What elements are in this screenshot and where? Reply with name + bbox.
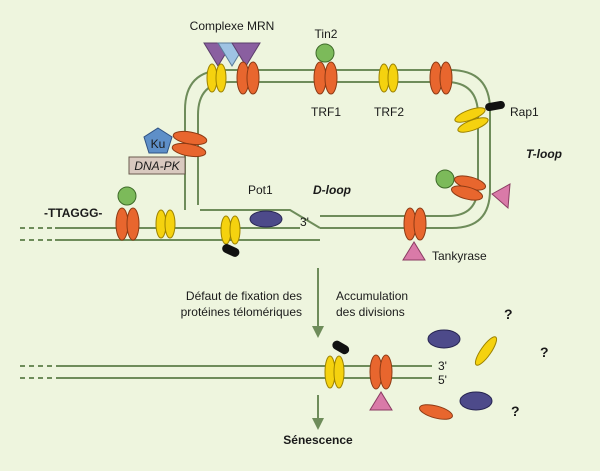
tankyrase-triangle — [369, 391, 393, 411]
pot1-ellipse — [427, 329, 461, 349]
five-prime-label: 5' — [438, 373, 447, 387]
trf1-orange — [115, 207, 129, 241]
rap1-group: Rap1 — [454, 100, 539, 133]
pot1-label: Pot1 — [248, 183, 273, 197]
question-mark: ? — [511, 403, 520, 419]
trf2-yellow — [333, 355, 345, 389]
defaut-text-line1: Défaut de fixation des — [186, 289, 302, 303]
three-prime-top-label: 3' — [300, 215, 309, 229]
ku-pentagon — [143, 127, 173, 154]
trf1-orange — [413, 207, 427, 241]
trf2-yellow — [387, 63, 399, 93]
tin2-trf1-group: Tin2 TRF1 — [311, 27, 341, 119]
rap1-black-bar — [485, 100, 505, 112]
ku-label: Ku — [151, 137, 166, 151]
ttaggg-label: -TTAGGG- — [44, 206, 102, 220]
duplex-left-proteins — [115, 186, 176, 241]
pot1-ellipse — [249, 210, 283, 228]
defaut-text-line2: protéines télomériques — [181, 305, 302, 319]
trf1-top-right — [429, 61, 453, 95]
pot1-ellipse — [459, 391, 493, 411]
tin2-circle — [117, 186, 137, 206]
tin2-circle — [435, 169, 455, 189]
d-loop-strand — [200, 209, 321, 229]
protein-pair-top-1 — [206, 61, 260, 95]
trf1-orange — [171, 142, 207, 158]
question-mark: ? — [540, 344, 549, 360]
trf2-top-group: TRF2 — [374, 63, 404, 119]
right-tin2-group — [435, 169, 511, 210]
question-mark: ? — [504, 306, 513, 322]
mrn-triangle-right — [231, 42, 261, 67]
senescence-arrow — [312, 395, 324, 430]
t-loop-outer-strand — [184, 69, 491, 229]
short-telomere-proteins: 3' 5' — [324, 340, 447, 411]
tankyrase-label: Tankyrase — [432, 249, 487, 263]
t-loop-inner-strand — [197, 81, 479, 217]
dna-pk-label: DNA-PK — [134, 159, 180, 173]
tin2-label: Tin2 — [315, 27, 338, 41]
trf2-yellow — [457, 117, 489, 133]
trf1-orange — [126, 207, 140, 241]
trf1-orange — [324, 61, 338, 95]
trf1-orange — [439, 61, 453, 95]
complexe-mrn-label: Complexe MRN — [190, 19, 275, 33]
accumulation-text-line2: des divisions — [336, 305, 405, 319]
trf1-label: TRF1 — [311, 105, 341, 119]
dna-pk-box — [128, 156, 186, 175]
trf1-orange — [246, 61, 260, 95]
trf2-label: TRF2 — [374, 105, 404, 119]
tin2-circle — [315, 43, 335, 63]
trf2-yellow — [164, 209, 176, 239]
trf1-orange — [450, 185, 484, 201]
senescence-label: Sénescence — [283, 433, 353, 447]
mrn-complex: Complexe MRN — [190, 19, 275, 67]
trf1-orange — [379, 354, 393, 390]
rap1-black-bar — [222, 244, 240, 257]
trf1-orange — [313, 61, 327, 95]
tankyrase-triangle — [402, 241, 426, 261]
tankyrase-group: Tankyrase — [402, 207, 487, 263]
accumulation-text-line1: Accumulation — [336, 289, 408, 303]
tankyrase-triangle — [491, 183, 511, 210]
three-prime-label: 3' — [438, 359, 447, 373]
transition-arrow — [312, 268, 324, 338]
trf1-orange — [419, 404, 453, 420]
rap1-black-bar — [332, 340, 350, 355]
d-loop-label: D-loop — [313, 183, 351, 197]
detached-proteins: ? ? ? — [419, 306, 549, 420]
trf2-yellow — [229, 215, 241, 245]
ku-dnapk-group: Ku DNA-PK — [128, 127, 208, 175]
d-loop-proteins: Pot1 3' — [220, 183, 309, 257]
t-loop-label: T-loop — [526, 147, 562, 161]
trf2-yellow — [474, 336, 498, 366]
rap1-label: Rap1 — [510, 105, 539, 119]
trf2-yellow — [215, 63, 227, 93]
